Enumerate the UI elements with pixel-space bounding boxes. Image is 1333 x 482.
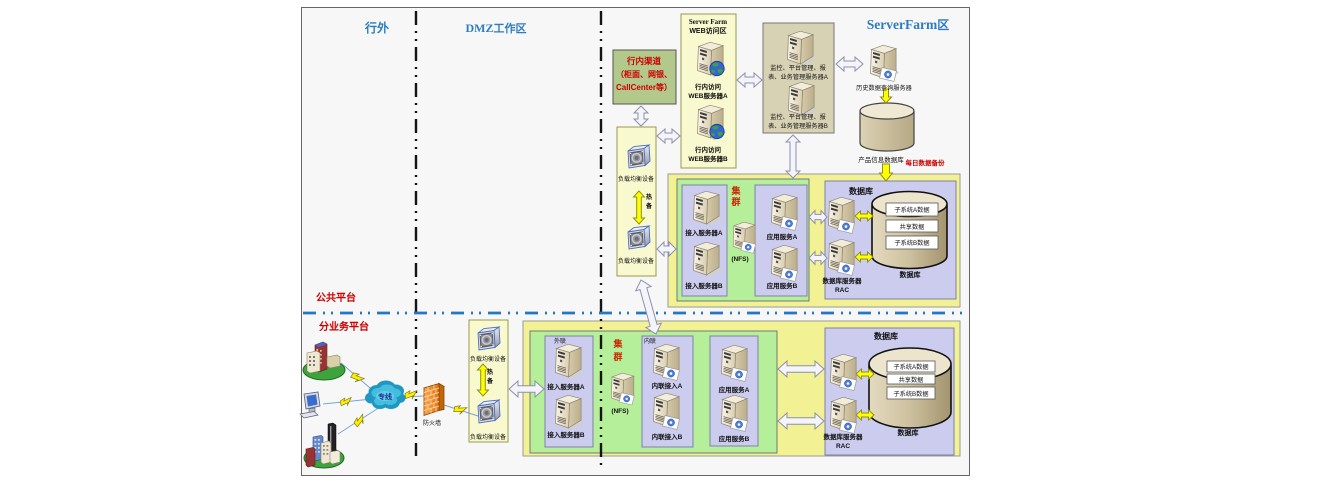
svg-text:（柜面、网银、: （柜面、网银、: [616, 69, 672, 79]
svg-text:应用服务B: 应用服务B: [767, 281, 798, 290]
svg-text:集: 集: [730, 185, 741, 196]
svg-text:WEB访问区: WEB访问区: [689, 26, 726, 35]
svg-text:内联: 内联: [644, 337, 656, 345]
svg-text:热: 热: [487, 368, 493, 376]
svg-text:Server Farm: Server Farm: [689, 18, 727, 26]
svg-text:数据库: 数据库: [849, 186, 873, 196]
svg-text:公共平台: 公共平台: [316, 291, 356, 304]
svg-text:防火墙: 防火墙: [423, 419, 441, 427]
svg-text:热: 热: [646, 193, 652, 201]
svg-text:外联: 外联: [554, 337, 566, 345]
svg-text:表、业务管理服务器A: 表、业务管理服务器A: [768, 73, 829, 81]
svg-text:接入服务器B: 接入服务器B: [685, 281, 723, 290]
svg-text:CallCenter等）: CallCenter等）: [616, 82, 672, 92]
svg-text:数据库服务器: 数据库服务器: [823, 276, 863, 285]
svg-text:集: 集: [612, 338, 623, 349]
svg-text:行内渠道: 行内渠道: [626, 56, 662, 66]
svg-text:数据库服务器: 数据库服务器: [824, 432, 864, 441]
svg-text:群: 群: [730, 196, 740, 207]
svg-text:表、业务管理服务器B: 表、业务管理服务器B: [768, 122, 828, 130]
svg-text:(NFS): (NFS): [611, 408, 628, 415]
svg-text:子系统A数据: 子系统A数据: [894, 206, 929, 214]
svg-text:共享数据: 共享数据: [900, 223, 925, 231]
svg-text:接入服务器B: 接入服务器B: [547, 430, 585, 439]
svg-text:子系统B数据: 子系统B数据: [894, 239, 929, 247]
svg-text:子系统A数据: 子系统A数据: [893, 363, 928, 371]
svg-text:行外: 行外: [364, 20, 389, 35]
svg-text:负载均衡设备: 负载均衡设备: [470, 355, 506, 363]
svg-text:RAC: RAC: [835, 287, 849, 294]
svg-text:WEB服务器B: WEB服务器B: [688, 154, 728, 163]
svg-text:接入服务器A: 接入服务器A: [547, 382, 585, 391]
svg-text:备: 备: [486, 377, 494, 385]
svg-text:DMZ工作区: DMZ工作区: [466, 21, 527, 35]
svg-text:内联接入A: 内联接入A: [652, 381, 683, 390]
svg-text:RAC: RAC: [836, 443, 850, 450]
svg-text:监控、平台管理、报: 监控、平台管理、报: [770, 64, 826, 72]
svg-text:(NFS): (NFS): [731, 256, 748, 263]
svg-text:负载均衡设备: 负载均衡设备: [618, 175, 654, 183]
svg-text:负载均衡设备: 负载均衡设备: [618, 257, 654, 265]
svg-text:行内访问: 行内访问: [694, 145, 722, 154]
svg-text:子系统B数据: 子系统B数据: [893, 390, 928, 398]
svg-text:专线: 专线: [378, 392, 392, 401]
svg-text:接入服务器A: 接入服务器A: [685, 228, 723, 237]
svg-text:应用服务A: 应用服务A: [767, 232, 798, 241]
svg-text:数据库: 数据库: [900, 270, 921, 279]
svg-text:备: 备: [645, 202, 653, 210]
svg-text:内联接入B: 内联接入B: [652, 432, 683, 441]
svg-text:应用服务A: 应用服务A: [719, 385, 750, 394]
svg-text:WEB服务器A: WEB服务器A: [688, 91, 728, 100]
svg-text:产品信息数据库: 产品信息数据库: [858, 155, 904, 164]
svg-text:数据库: 数据库: [898, 428, 919, 437]
svg-text:监控、平台管理、报: 监控、平台管理、报: [770, 113, 826, 121]
svg-text:数据库: 数据库: [874, 331, 898, 341]
svg-text:群: 群: [612, 351, 622, 362]
svg-text:行内访问: 行内访问: [694, 82, 722, 91]
svg-text:历史数据查询服务器: 历史数据查询服务器: [856, 84, 912, 92]
svg-text:负载均衡设备: 负载均衡设备: [470, 433, 506, 441]
svg-text:ServerFarm区: ServerFarm区: [867, 17, 949, 32]
svg-text:分业务平台: 分业务平台: [319, 320, 369, 333]
svg-text:应用服务B: 应用服务B: [719, 434, 750, 443]
svg-text:共享数据: 共享数据: [899, 376, 924, 384]
svg-text:每日数据备份: 每日数据备份: [906, 158, 946, 167]
